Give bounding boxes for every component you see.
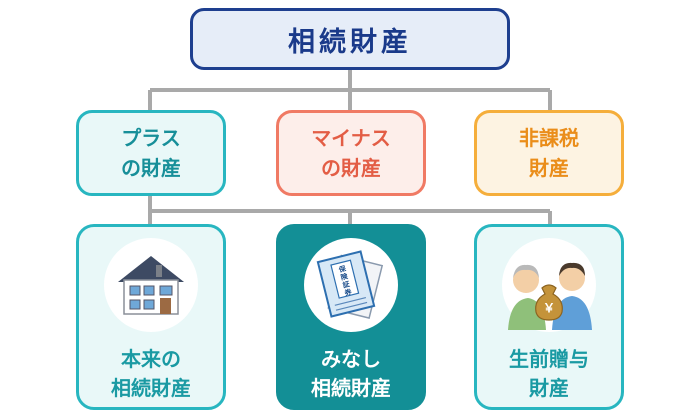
- node-label-line2: の財産: [321, 156, 381, 180]
- doc-char-4: 券: [343, 287, 354, 298]
- money-gift-people-icon: ￥: [508, 262, 592, 330]
- node-label-line2: の財産: [121, 156, 181, 180]
- icon-circle: ￥: [502, 238, 596, 332]
- root-label: 相続財産: [288, 26, 412, 58]
- card-label-line1: 本来の: [121, 347, 181, 371]
- doc-char-2: 険: [340, 271, 350, 282]
- card-deemed-inheritance: 保 険 証 券 みなし 相続財産: [276, 224, 426, 410]
- card-label-line1: 生前贈与: [509, 347, 589, 371]
- root-node-inheritance-property: 相続財産: [190, 8, 510, 70]
- yen-symbol: ￥: [543, 301, 555, 315]
- card-label-line2: 相続財産: [311, 376, 391, 400]
- card-label: 本来の 相続財産: [79, 345, 223, 403]
- node-non-taxable-property: 非課税 財産: [474, 110, 624, 196]
- node-label-line1: 非課税: [519, 126, 579, 150]
- node-label-line2: 財産: [529, 156, 569, 180]
- card-label-line1: みなし: [321, 347, 381, 371]
- node-label-line1: プラス: [121, 126, 181, 150]
- card-label: 生前贈与 財産: [477, 345, 621, 403]
- card-original-inheritance: 本来の 相続財産: [76, 224, 226, 410]
- house-icon: [118, 256, 184, 315]
- card-label-line2: 財産: [529, 376, 569, 400]
- icon-circle: 保 険 証 券: [304, 238, 398, 332]
- doc-char-3: 証: [342, 279, 351, 289]
- node-label-line1: マイナス: [311, 126, 391, 150]
- doc-char-1: 保: [337, 264, 348, 275]
- card-label: みなし 相続財産: [279, 345, 423, 403]
- node-negative-property: マイナス の財産: [276, 110, 426, 196]
- icon-circle: [104, 238, 198, 332]
- card-label-line2: 相続財産: [111, 376, 191, 400]
- node-positive-property: プラス の財産: [76, 110, 226, 196]
- card-lifetime-gift: ￥ 生前贈与 財産: [474, 224, 624, 410]
- insurance-document-icon: 保 険 証 券: [316, 250, 384, 319]
